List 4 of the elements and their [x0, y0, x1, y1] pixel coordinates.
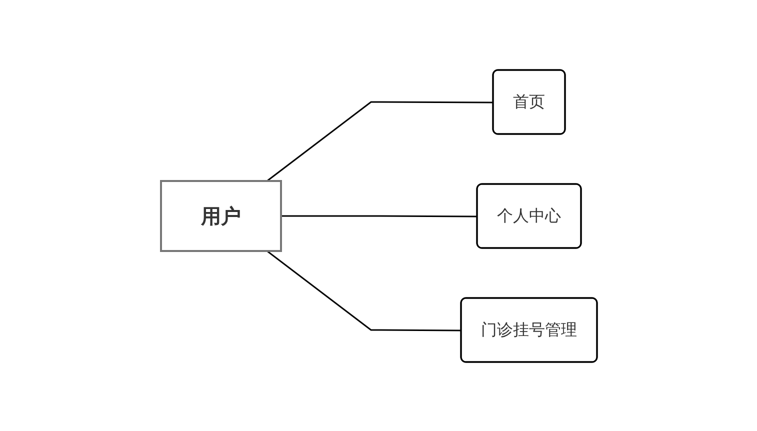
- connector: [266, 250, 461, 331]
- node-box: 用户: [160, 180, 282, 252]
- connector: [266, 100, 493, 182]
- connector: [280, 214, 477, 217]
